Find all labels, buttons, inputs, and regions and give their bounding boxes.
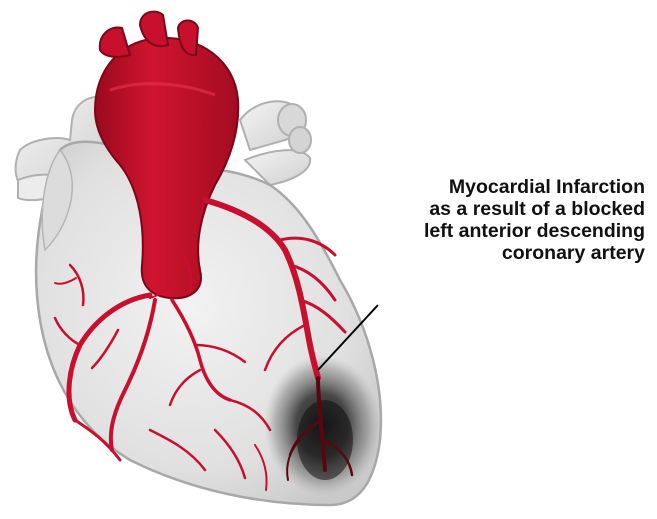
pulmonary-veins [240, 101, 311, 185]
annotation-line-4: coronary artery [345, 242, 645, 264]
annotation-line-3: left anterior descending [345, 220, 645, 242]
annotation-line-2: as a result of a blocked [345, 198, 645, 220]
annotation-line-1: Myocardial Infarction [345, 176, 645, 198]
infarction-annotation: Myocardial Infarction as a result of a b… [345, 176, 645, 264]
